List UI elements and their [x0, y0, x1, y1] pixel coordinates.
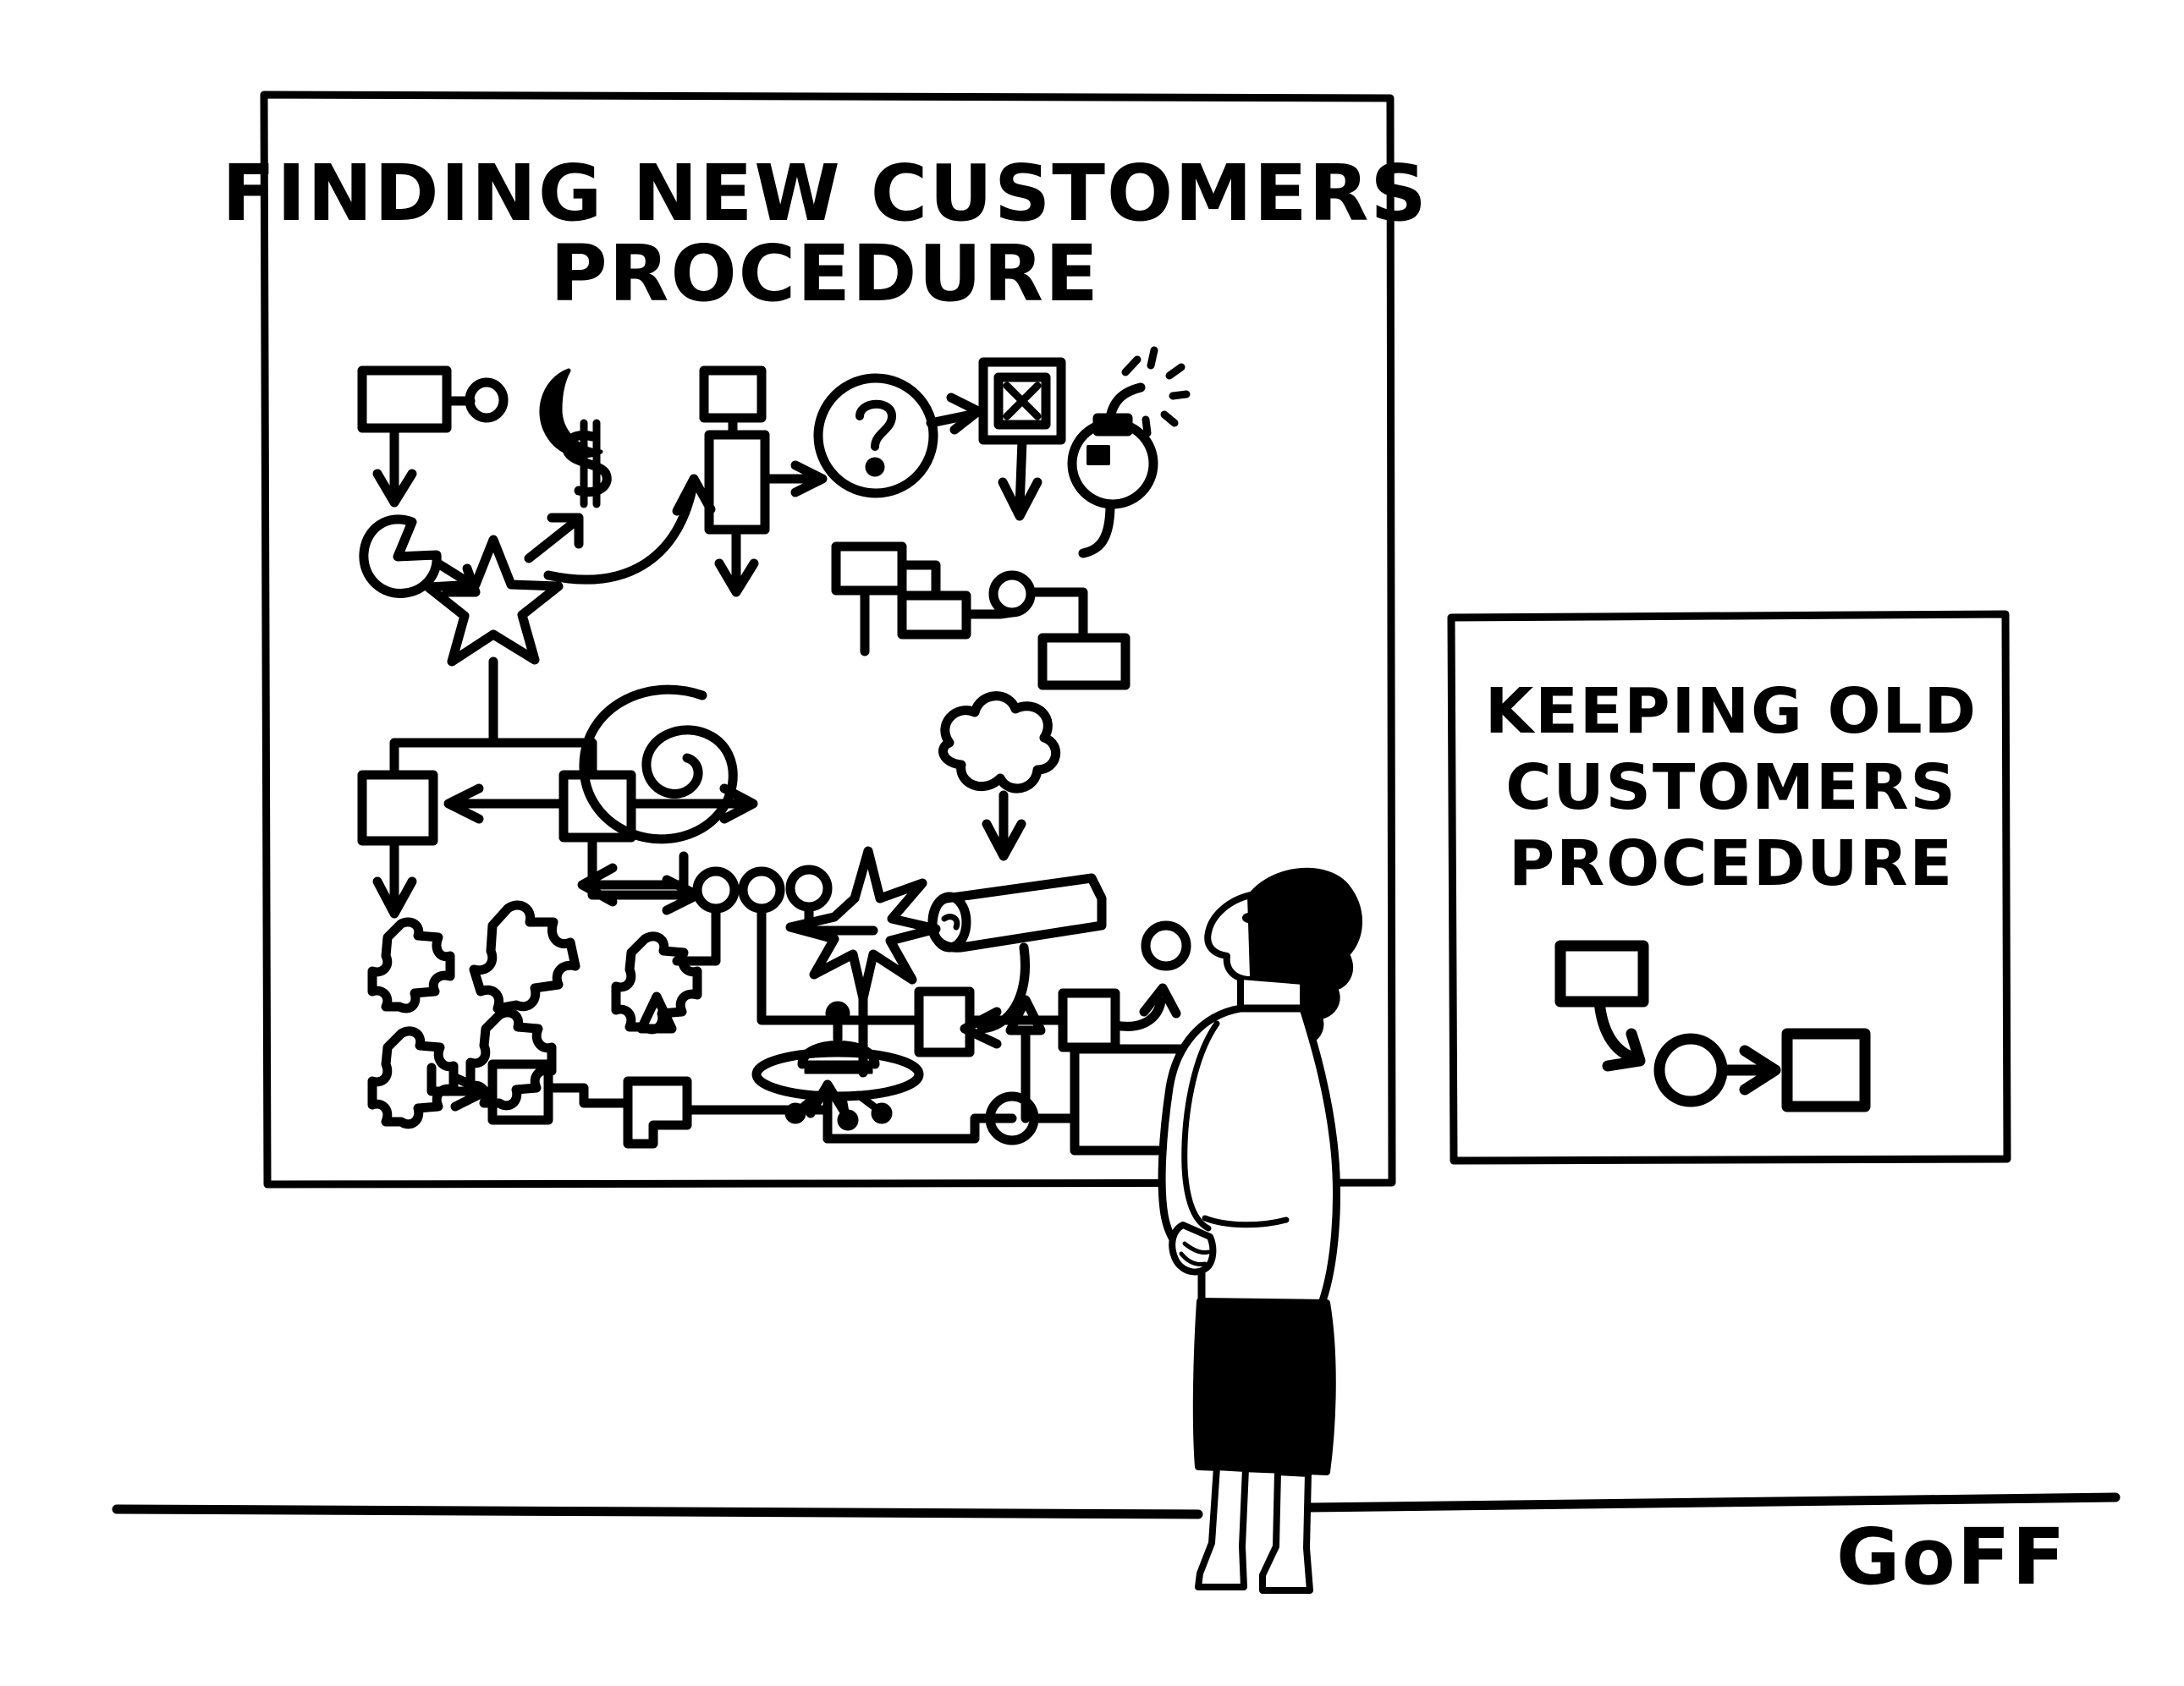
- spark-lines: [1121, 346, 1191, 437]
- arrow-head: [372, 469, 417, 508]
- left-box-1: [357, 770, 438, 846]
- mid-box-a: [831, 541, 907, 596]
- cannon-tube-icon: [927, 873, 1107, 953]
- simple-box-2: [1781, 1028, 1871, 1112]
- signature-text: GoFF: [1836, 1512, 2066, 1602]
- left-poster-frame: [260, 91, 1396, 1189]
- lower-box-1: [914, 986, 975, 1057]
- woman-viewer: [1158, 867, 1362, 1594]
- chaotic-flowchart: [357, 346, 1191, 1156]
- right-poster-title-line3: PROCEDURE: [1509, 827, 1954, 900]
- crescent-moon-icon: [539, 368, 603, 459]
- simple-box-1: [1554, 940, 1649, 1008]
- mid-box-b: [897, 590, 971, 640]
- bottom-box-2: [623, 1076, 692, 1149]
- left-poster-title-line1: FINDING NEW CUSTOMERS: [222, 148, 1428, 239]
- cloud-blob-icon: [938, 691, 1061, 794]
- small-circle-node: [1141, 920, 1191, 971]
- simple-flowchart: [1554, 940, 1871, 1112]
- artist-signature: GoFF: [1836, 1512, 2066, 1602]
- mid-box-c: [1037, 633, 1131, 690]
- triangle-icon-1: [636, 991, 677, 1034]
- left-poster-title-line2: PROCEDURE: [550, 228, 1100, 319]
- pacman-shape-icon: [359, 514, 442, 598]
- ground-line: [112, 1492, 2121, 1519]
- bomb-icon: [1067, 346, 1191, 509]
- simple-circle: [1653, 1033, 1728, 1107]
- x-box-icon: [978, 357, 1066, 445]
- lollipop-circles: [672, 865, 878, 995]
- starburst-icon: [785, 846, 941, 1003]
- spiral-icon: [579, 684, 738, 844]
- top-small-box: [699, 365, 767, 423]
- junction-circle: [988, 570, 1036, 618]
- lower-box-2: [1058, 988, 1120, 1052]
- right-poster-frame: [1447, 610, 2011, 1165]
- five-point-star-icon: [423, 535, 564, 667]
- right-poster-title-line1: KEEPING OLD: [1485, 675, 1978, 748]
- question-mark-circle-icon: [813, 373, 938, 498]
- box-with-knob-icon: [357, 365, 509, 433]
- dollar-sign-icon: [562, 419, 612, 508]
- puzzle-pieces-cluster: [367, 900, 702, 1129]
- tall-box-icon: [704, 430, 770, 535]
- right-poster-title-line2: CUSTOMERS: [1505, 751, 1957, 824]
